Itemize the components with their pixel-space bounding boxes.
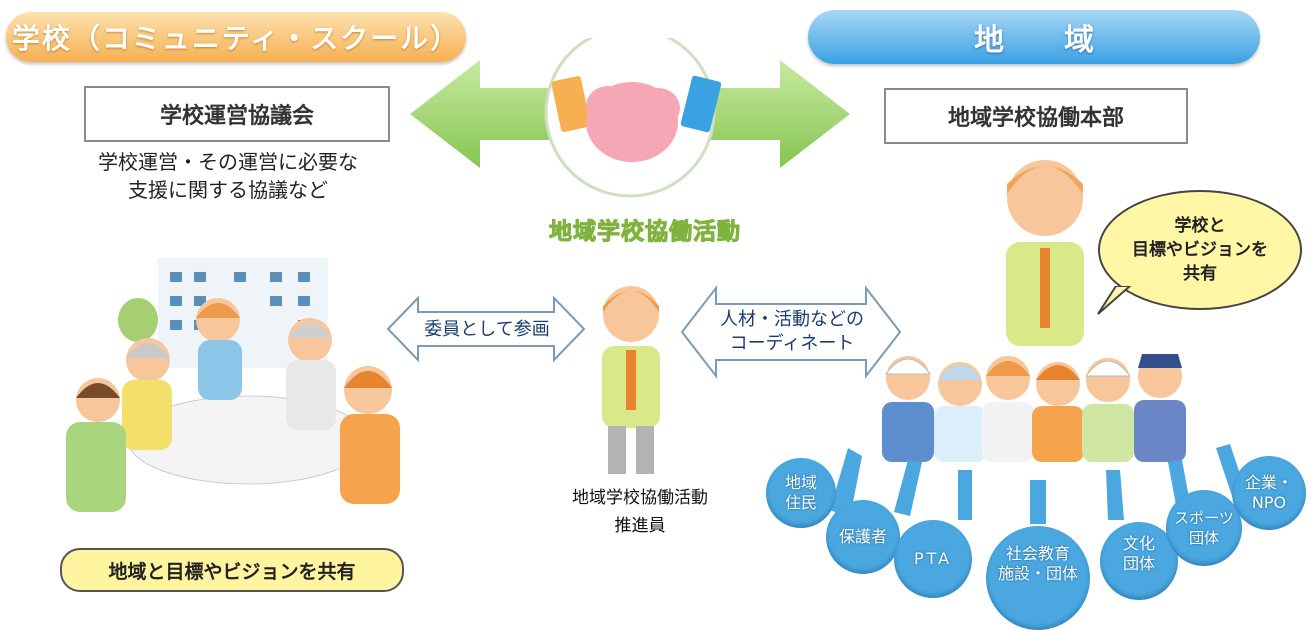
tree [118, 298, 158, 342]
speech-bubble-tail [1097, 286, 1132, 315]
region-hq-box: 地域学校協働本部 [884, 88, 1188, 144]
region-header: 地域 [808, 10, 1260, 64]
stakeholder-group [882, 354, 1186, 462]
circle-line: スポーツ [1174, 509, 1234, 527]
circle-line: 団体 [1188, 529, 1219, 547]
school-council-desc: 学校運営・その運営に必要な 支援に関する協議など [78, 148, 378, 204]
speech-line: 学校と [1174, 216, 1226, 236]
desc-line: 支援に関する協議など [128, 178, 328, 202]
arrow-label-line: コーディネート [729, 333, 855, 354]
orange-card [551, 76, 591, 132]
speech-line: 目標やビジョンを [1132, 240, 1268, 260]
right-arrow-label: 人材・活動などの コーディネート [708, 308, 876, 356]
stakeholder-circle-companies: 企業・NPO [1232, 456, 1306, 530]
circle-line: NPO [1251, 493, 1287, 512]
region-leader-figure [1006, 160, 1084, 346]
up-arrow [830, 448, 862, 518]
circle-line: 施設・団体 [997, 564, 1078, 583]
collaboration-arrow-graphic [410, 38, 850, 198]
left-share-bubble: 地域と目標やビジョンを共有 [60, 548, 404, 592]
school-council-box: 学校運営協議会 [84, 86, 390, 142]
coordinator-line: 地域学校協働活動 [572, 488, 708, 508]
circle-line: 住民 [784, 493, 817, 512]
left-double-arrow [386, 295, 586, 363]
stakeholder-circle-residents: 地域住民 [766, 458, 836, 528]
speech-line: 共有 [1183, 264, 1217, 284]
up-arrow [1030, 480, 1046, 524]
meeting-illustration [66, 258, 400, 512]
up-arrow [894, 460, 922, 516]
desc-line: 学校運営・その運営に必要な [98, 150, 358, 174]
up-arrow [1106, 470, 1124, 520]
speech-bubble: 学校と 目標やビジョンを 共有 [1098, 190, 1302, 310]
coordinator-label: 地域学校協働活動 推進員 [540, 484, 740, 540]
stakeholder-circle-pta: PTA [894, 520, 972, 598]
circle-line: 地域 [784, 473, 817, 492]
circle-line: 文化 [1122, 534, 1155, 553]
stakeholder-circle-culture: 文化団体 [1100, 522, 1178, 600]
coordinator-figure [602, 286, 660, 474]
circle-line: 企業・ [1244, 473, 1293, 492]
center-activity-label: 地域学校協働活動 [549, 219, 741, 246]
arrow-label-line: 人材・活動などの [720, 309, 864, 330]
circle-line: PTA [913, 549, 953, 568]
circle-line: 団体 [1122, 554, 1155, 573]
circle-line: 保護者 [838, 527, 887, 546]
left-arrow-label: 委員として参画 [424, 319, 550, 340]
stakeholder-circle-guardians: 保護者 [826, 500, 900, 574]
coordinator-line: 推進員 [614, 516, 666, 536]
stakeholder-circle-sports: スポーツ団体 [1166, 490, 1242, 566]
circle-line: 社会教育 [1005, 544, 1070, 563]
blue-card [680, 75, 722, 133]
right-double-arrow [680, 285, 902, 379]
up-arrow [958, 470, 972, 520]
stakeholder-circle-social-education: 社会教育施設・団体 [986, 526, 1090, 630]
school-header: 学校（コミュニティ・スクール） [6, 12, 466, 62]
